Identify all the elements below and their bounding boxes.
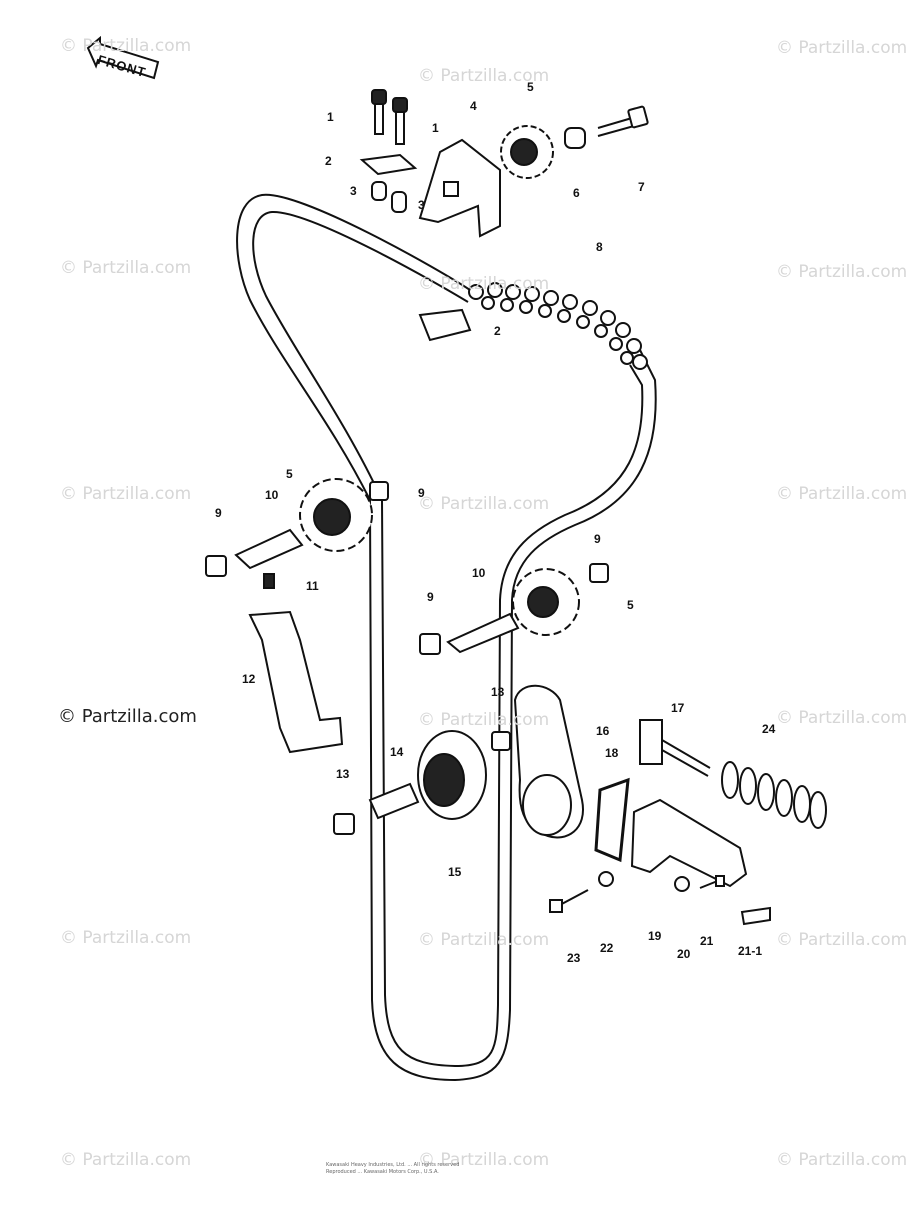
- callout-24: 24: [762, 722, 776, 736]
- watermark: © Partzilla.com: [418, 66, 550, 86]
- cam-chain-outer: [236, 193, 657, 1082]
- pushrod-17: [639, 719, 711, 777]
- spring-24: [721, 761, 827, 829]
- watermark: © Partzilla.com: [60, 484, 192, 504]
- callout-9: 9: [215, 506, 222, 520]
- callout-13: 13: [491, 685, 505, 699]
- watermark: © Partzilla.com: [776, 38, 908, 58]
- damper-group-left: [205, 481, 609, 655]
- callout-16: 16: [596, 724, 610, 738]
- callout-4: 4: [470, 99, 477, 113]
- callout-11: 11: [306, 579, 319, 593]
- tensioner-body-19: [630, 798, 748, 888]
- chain-links: [468, 282, 648, 370]
- callout-13: 13: [336, 767, 350, 781]
- callout-1: 1: [432, 121, 439, 135]
- callout-20: 20: [677, 947, 691, 961]
- callout-21: 21: [700, 934, 714, 948]
- callout-14: 14: [390, 745, 404, 759]
- watermark: © Partzilla.com: [60, 928, 192, 948]
- sprocket-5-left: [299, 478, 373, 552]
- watermark: © Partzilla.com: [776, 484, 908, 504]
- callout-3: 3: [350, 184, 357, 198]
- watermark: © Partzilla.com: [776, 708, 908, 728]
- watermark: © Partzilla.com: [418, 494, 550, 514]
- footer-line-2: Reproduced ... Kawasaki Motors Corp., U.…: [326, 1169, 439, 1175]
- watermark: © Partzilla.com: [418, 930, 550, 950]
- plate-2-mid: [418, 308, 472, 342]
- watermark: © Partzilla.com: [776, 262, 908, 282]
- callout-15: 15: [448, 865, 462, 879]
- plate-2-top: [359, 153, 418, 176]
- callout-12: 12: [242, 672, 256, 686]
- sprocket-5-top: [500, 125, 554, 179]
- callout-2: 2: [494, 324, 501, 338]
- watermark: © Partzilla.com: [60, 1150, 192, 1170]
- watermark: © Partzilla.com: [776, 1150, 908, 1170]
- callout-2: 2: [325, 154, 332, 168]
- watermark: © Partzilla.com: [418, 1150, 550, 1170]
- watermark: © Partzilla.com: [60, 258, 192, 278]
- callout-17: 17: [671, 701, 685, 715]
- small-hardware: [549, 871, 771, 926]
- watermark: © Partzilla.com: [776, 930, 908, 950]
- watermark: © Partzilla.com: [418, 710, 550, 730]
- watermark: © Partzilla.com: [418, 274, 550, 294]
- watermark-main: © Partzilla.com: [58, 706, 197, 727]
- watermark: © Partzilla.com: [60, 36, 192, 56]
- collars-3: [371, 181, 407, 213]
- cam-chain-inner: [252, 210, 644, 1068]
- callout-9: 9: [427, 590, 434, 604]
- bracket-12: [248, 610, 344, 754]
- front-arrow-icon: [86, 36, 160, 80]
- callout-5: 5: [286, 467, 293, 481]
- callout-21-1: 21-1: [738, 944, 763, 958]
- bolts-1: [371, 89, 408, 145]
- guide-4: [418, 138, 501, 238]
- callout-10: 10: [472, 566, 486, 580]
- footer-line-1: Kawasaki Heavy Industries, Ltd. ... All …: [326, 1162, 460, 1168]
- callout-23: 23: [567, 951, 581, 965]
- callout-3: 3: [418, 198, 425, 212]
- callout-18: 18: [605, 746, 619, 760]
- bolt-7: [597, 105, 649, 137]
- callout-1: 1: [327, 110, 334, 124]
- callout-5: 5: [627, 598, 634, 612]
- rubbers: [333, 731, 511, 835]
- callout-9: 9: [418, 486, 425, 500]
- callout-9: 9: [594, 532, 601, 546]
- callout-7: 7: [638, 180, 645, 194]
- callout-6: 6: [573, 186, 580, 200]
- sprocket-5-right: [512, 568, 580, 636]
- gasket-18: [594, 777, 630, 863]
- callout-5: 5: [527, 80, 534, 94]
- callout-10: 10: [265, 488, 279, 502]
- callout-8: 8: [596, 240, 603, 254]
- callout-22: 22: [600, 941, 614, 955]
- callout-19: 19: [648, 929, 662, 943]
- collar-6: [564, 127, 586, 149]
- roller-15: [417, 730, 487, 820]
